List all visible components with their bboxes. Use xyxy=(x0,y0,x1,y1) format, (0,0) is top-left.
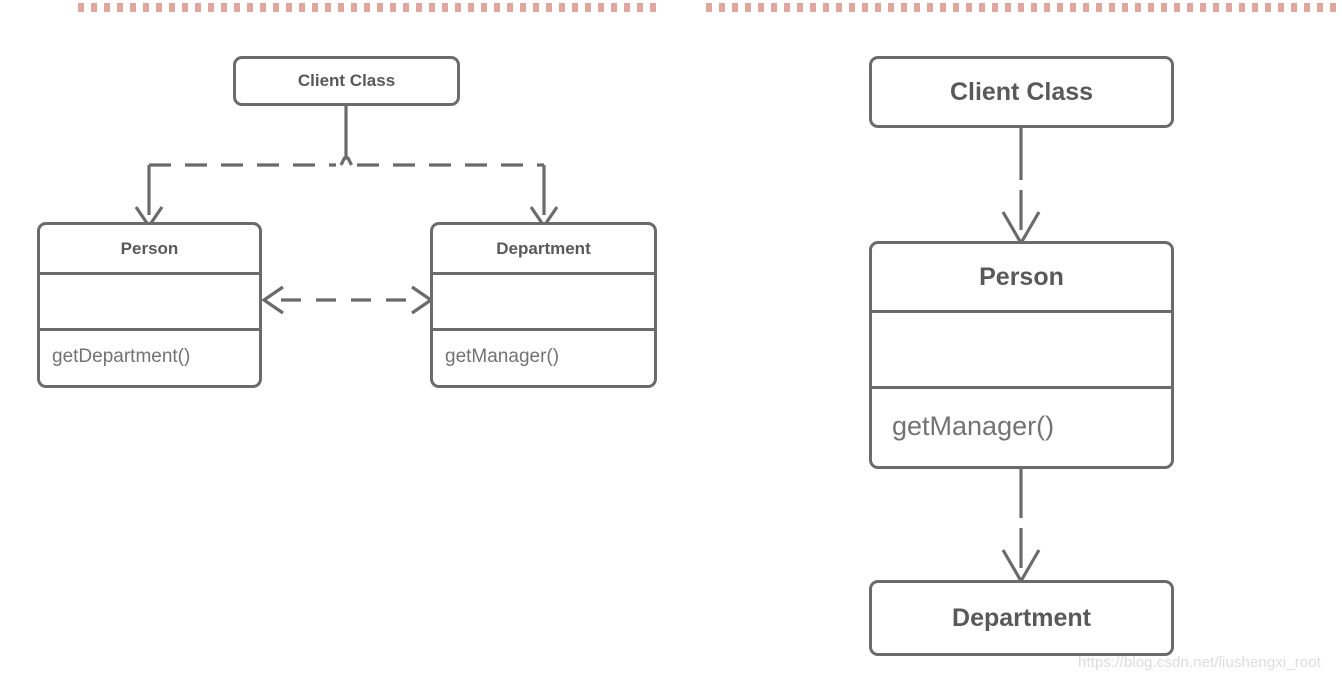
right-class-person-attributes xyxy=(872,310,1171,386)
top-dashed-border-right xyxy=(706,3,1342,12)
right-class-department-title: Department xyxy=(952,603,1091,632)
left-class-person[interactable]: Person getDepartment() xyxy=(37,222,262,388)
right-arrowhead-person xyxy=(1001,211,1041,247)
right-class-department[interactable]: Department xyxy=(869,580,1174,656)
right-class-person-title: Person xyxy=(979,262,1064,291)
watermark-text: https://blog.csdn.net/liushengxi_root xyxy=(1078,654,1322,671)
left-department-divider-1 xyxy=(433,272,654,275)
top-dashed-border-left xyxy=(78,3,660,12)
right-arrowhead-department xyxy=(1001,549,1041,585)
left-class-person-attributes xyxy=(40,272,259,328)
left-person-divider-2 xyxy=(40,328,259,331)
left-class-client-title: Client Class xyxy=(297,71,396,90)
right-class-client-title: Client Class xyxy=(949,77,1094,106)
left-class-department-methods: getManager() xyxy=(445,345,560,367)
left-department-divider-2 xyxy=(433,328,654,331)
left-class-client[interactable]: Client Class xyxy=(233,56,460,106)
left-class-person-title: Person xyxy=(120,238,179,258)
left-assoc-arrowhead-end xyxy=(411,285,434,315)
left-class-department-title: Department xyxy=(496,238,591,258)
right-class-person[interactable]: Person getManager() xyxy=(869,241,1174,469)
right-class-person-methods: getManager() xyxy=(892,410,1055,441)
right-class-client[interactable]: Client Class xyxy=(869,56,1174,128)
left-junction-hook xyxy=(339,156,353,166)
left-assoc-arrowhead-start xyxy=(261,285,284,315)
left-person-divider-1 xyxy=(40,272,259,275)
left-class-department[interactable]: Department getManager() xyxy=(430,222,657,388)
left-class-department-attributes xyxy=(433,272,654,328)
right-person-divider-1 xyxy=(872,310,1171,313)
left-class-person-methods: getDepartment() xyxy=(52,345,191,367)
right-person-divider-2 xyxy=(872,386,1171,389)
